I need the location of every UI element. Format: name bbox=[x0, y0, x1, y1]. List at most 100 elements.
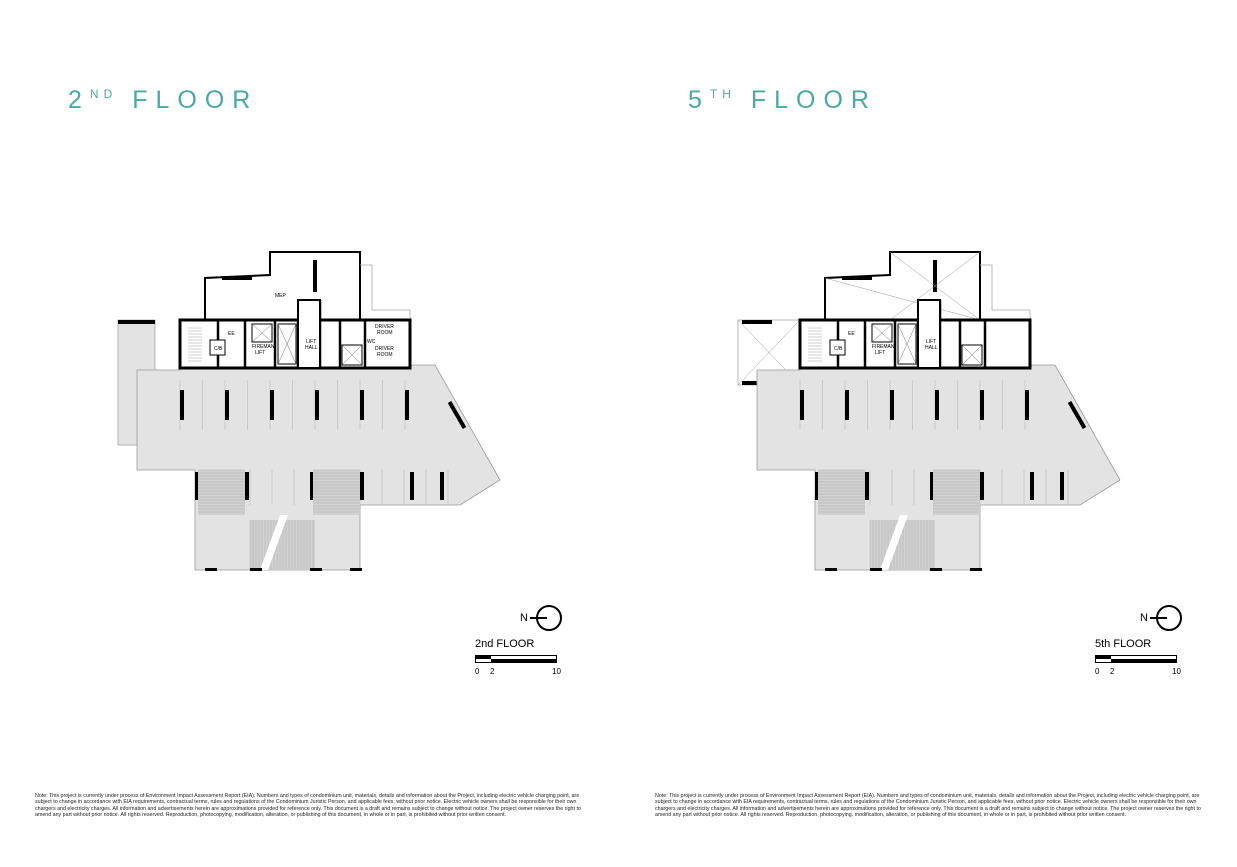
column bbox=[313, 260, 317, 292]
room-label-wc: WC bbox=[367, 339, 376, 345]
wall bbox=[930, 568, 942, 571]
wall bbox=[350, 568, 362, 571]
column bbox=[845, 390, 849, 420]
page-title-5th-floor: 5TH FLOOR bbox=[688, 86, 877, 114]
mep-block bbox=[204, 251, 361, 321]
room-label-driver2: DRIVER bbox=[375, 346, 394, 352]
lift-cross bbox=[251, 323, 273, 343]
void-cross bbox=[737, 319, 801, 386]
column bbox=[180, 390, 184, 420]
legend-title: 5th FLOOR bbox=[1095, 638, 1152, 650]
room-label-lift2: LIFT bbox=[306, 339, 316, 345]
stair bbox=[933, 470, 980, 515]
room-label-driver1: DRIVER bbox=[375, 324, 394, 330]
column bbox=[935, 390, 939, 420]
room-label-ee: EE bbox=[228, 331, 235, 337]
scale-tick: 2 bbox=[1110, 667, 1115, 676]
compass-icon bbox=[1150, 605, 1182, 631]
room-label-cb: C/B bbox=[834, 346, 843, 352]
stair bbox=[198, 470, 245, 515]
column bbox=[980, 390, 984, 420]
room-label-fireman: FIREMAN bbox=[872, 344, 895, 350]
room-label-cb: C/B bbox=[214, 346, 223, 352]
column bbox=[195, 472, 199, 500]
column bbox=[405, 390, 409, 420]
wall bbox=[118, 320, 155, 324]
room-label-ee: EE bbox=[848, 331, 855, 337]
scale-tick: 2 bbox=[490, 667, 495, 676]
legend-title: 2nd FLOOR bbox=[475, 638, 535, 650]
column bbox=[225, 390, 229, 420]
column bbox=[270, 390, 274, 420]
page-title-2nd-floor: 2ND FLOOR bbox=[68, 86, 259, 114]
ramp-divider bbox=[880, 515, 908, 570]
column bbox=[410, 472, 414, 500]
column bbox=[865, 472, 869, 500]
column bbox=[933, 260, 937, 292]
room-label-lift: LIFT bbox=[255, 350, 265, 356]
plan-legend-5th: N 5th FLOOR 0 2 10 bbox=[1082, 605, 1182, 680]
lift-hall bbox=[917, 299, 941, 369]
wall bbox=[842, 276, 872, 280]
column bbox=[360, 472, 364, 500]
wall bbox=[870, 568, 882, 571]
stair bbox=[313, 470, 360, 515]
column bbox=[447, 401, 467, 429]
column bbox=[315, 390, 319, 420]
void-cross bbox=[824, 277, 981, 321]
lift-hall bbox=[297, 299, 321, 369]
room-label-mep: MEP bbox=[275, 293, 287, 299]
column bbox=[440, 472, 444, 500]
scale-tick: 10 bbox=[552, 667, 561, 676]
lift-cross bbox=[341, 344, 363, 366]
column bbox=[1025, 390, 1029, 420]
lift-cross bbox=[961, 344, 983, 366]
room-label-room2: ROOM bbox=[377, 352, 393, 358]
mep-block bbox=[824, 251, 981, 321]
north-arrow: N bbox=[520, 605, 562, 631]
column bbox=[815, 472, 819, 500]
column bbox=[800, 390, 804, 420]
plan-legend-2nd: N 2nd FLOOR 0 2 10 bbox=[462, 605, 562, 680]
room-label-lift2: LIFT bbox=[926, 339, 936, 345]
room-label-room1: ROOM bbox=[377, 330, 393, 336]
wall bbox=[310, 568, 322, 571]
room-label-lift: LIFT bbox=[875, 350, 885, 356]
outline bbox=[980, 264, 1031, 320]
column bbox=[1060, 472, 1064, 500]
lift-cross bbox=[871, 323, 893, 343]
scale-tick: 0 bbox=[1095, 667, 1100, 676]
wall bbox=[970, 568, 982, 571]
column bbox=[1030, 472, 1034, 500]
room-label-fireman: FIREMAN bbox=[252, 344, 275, 350]
column bbox=[360, 390, 364, 420]
cb-room bbox=[209, 339, 226, 356]
wall bbox=[825, 568, 837, 571]
disclaimer-note: Note: This project is currently under pr… bbox=[655, 793, 1201, 819]
scale-tick: 10 bbox=[1172, 667, 1181, 676]
wall bbox=[742, 320, 772, 324]
column bbox=[980, 472, 984, 500]
wall bbox=[222, 276, 252, 280]
scale-bar bbox=[1095, 655, 1177, 663]
column bbox=[890, 390, 894, 420]
room-label-hall: HALL bbox=[305, 345, 318, 351]
void-cross bbox=[889, 251, 981, 321]
stair bbox=[818, 470, 865, 515]
wall bbox=[250, 568, 262, 571]
cb-room bbox=[829, 339, 846, 356]
scale-tick: 0 bbox=[475, 667, 480, 676]
column bbox=[310, 472, 314, 500]
north-arrow: N bbox=[1140, 605, 1182, 631]
disclaimer-note: Note: This project is currently under pr… bbox=[35, 793, 581, 819]
wall bbox=[205, 568, 217, 571]
outline bbox=[360, 264, 411, 320]
column bbox=[930, 472, 934, 500]
compass-icon bbox=[530, 605, 562, 631]
lift-cross bbox=[897, 323, 917, 365]
lift-cross bbox=[277, 323, 297, 365]
column bbox=[245, 472, 249, 500]
column bbox=[1067, 401, 1087, 429]
